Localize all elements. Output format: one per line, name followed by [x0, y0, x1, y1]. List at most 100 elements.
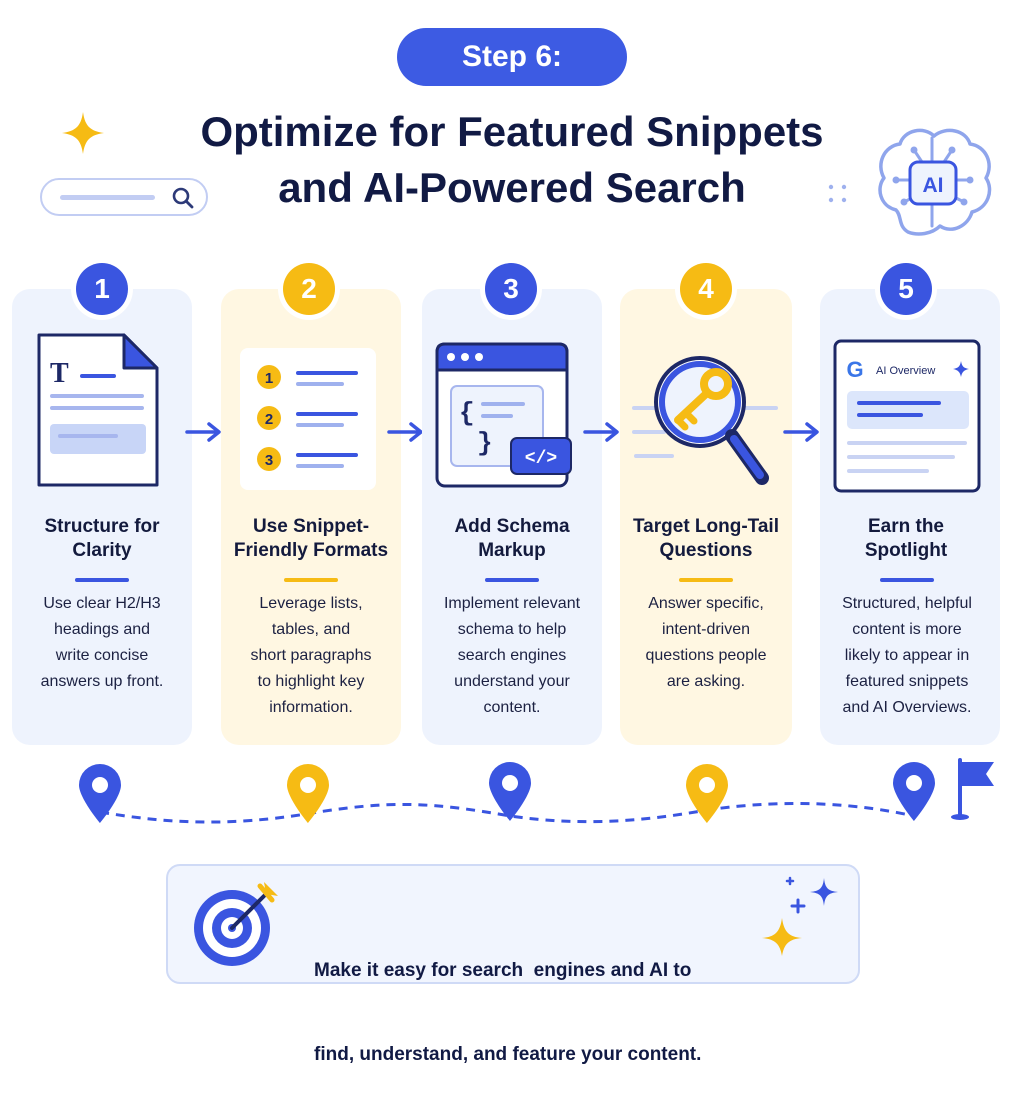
sparkle-icon: [62, 112, 104, 154]
step-title-4-line-2: Questions: [659, 540, 753, 561]
step-text-3-line: schema to help: [457, 621, 567, 638]
ai-overview-label: AI Overview: [876, 365, 935, 377]
step-title-3-line-1: Add Schema: [454, 516, 570, 537]
list-number-2: 2: [265, 411, 273, 428]
arrow-right-icon: [185, 422, 221, 442]
flag-icon: [951, 758, 994, 820]
step-text-2-line: to highlight key: [257, 673, 365, 690]
step-title-5-line-2: Spotlight: [864, 540, 948, 561]
step-text-2-line: short paragraphs: [250, 647, 372, 664]
map-pin-icon: [686, 764, 728, 823]
step-badge-2: 2: [283, 263, 335, 315]
step-underline-3: [485, 578, 539, 582]
step-text-4: Answer specific, intent-driven questions…: [616, 591, 796, 695]
step-text-5-line: featured snippets: [845, 673, 969, 690]
step-underline-5: [880, 578, 934, 582]
step-text-3-line: understand your: [454, 673, 570, 690]
map-pin-icon: [893, 762, 935, 821]
summary-text: Make it easy for search engines and AI t…: [314, 901, 734, 1097]
step-text-3-line: search engines: [457, 647, 567, 664]
ai-brain-label: AI: [923, 174, 944, 197]
step-title-3: Add Schema Markup: [422, 515, 602, 563]
step-title-4-line-1: Target Long-Tail: [632, 516, 779, 537]
step-text-2: Leverage lists, tables, and short paragr…: [221, 591, 401, 721]
step-number-5: 5: [898, 273, 914, 304]
step-title-2: Use Snippet- Friendly Formats: [221, 515, 401, 563]
title-line-2: and AI-Powered Search: [278, 164, 746, 211]
step-title-2-line-1: Use Snippet-: [252, 516, 370, 537]
step-number-3: 3: [503, 273, 519, 304]
step-text-5-line: content is more: [852, 621, 962, 638]
arrow-right-icon: [583, 422, 619, 442]
step-number-1: 1: [94, 273, 110, 304]
document-icon: T: [37, 333, 159, 487]
step-badge-3: 3: [485, 263, 537, 315]
step-number-2: 2: [301, 273, 317, 304]
code-open-brace: {: [459, 398, 475, 428]
step-text-5-line: and AI Overviews.: [842, 699, 972, 716]
step-title-1-line-2: Clarity: [72, 540, 132, 561]
step-text-1-line: Use clear H2/H3: [43, 595, 161, 612]
search-bar-placeholder-line: [60, 195, 155, 200]
step-text-4-line: Answer specific,: [648, 595, 764, 612]
step-underline-1: [75, 578, 129, 582]
step-text-1: Use clear H2/H3 headings and write conci…: [12, 591, 192, 695]
step-title-4: Target Long-Tail Questions: [616, 515, 796, 563]
ai-brain-icon: AI: [878, 128, 992, 236]
step-text-4-line: are asking.: [666, 673, 746, 690]
dots-decoration-icon: [828, 184, 847, 203]
step-title-3-line-2: Markup: [478, 540, 546, 561]
summary-line-2: find, understand, and feature your conte…: [314, 1044, 702, 1065]
code-tag-label: </>: [525, 449, 557, 469]
step-text-3: Implement relevant schema to help search…: [422, 591, 602, 721]
summary-box: [166, 864, 860, 984]
list-number-3: 3: [265, 452, 273, 469]
search-icon: [172, 187, 194, 209]
step-text-3-line: content.: [483, 699, 541, 716]
step-text-5-line: Structured, helpful: [842, 595, 972, 612]
step-title-5-line-1: Earn the: [867, 516, 945, 537]
map-pin-icon: [489, 762, 531, 821]
map-pin-icon: [79, 764, 121, 823]
sparkles-icon: [762, 876, 838, 956]
step-text-1-line: write concise: [55, 647, 149, 664]
step-underline-4: [679, 578, 733, 582]
step-text-4-line: intent-driven: [661, 621, 751, 638]
step-badge-4: 4: [680, 263, 732, 315]
step-label: Step 6:: [461, 40, 563, 73]
step-text-2-line: information.: [269, 699, 353, 716]
summary-line-1: Make it easy for search engines and AI t…: [314, 960, 692, 981]
map-pin-icon: [287, 764, 329, 823]
step-badge-5: 5: [880, 263, 932, 315]
search-bar-illustration: [40, 178, 208, 216]
step-title-1: Structure for Clarity: [12, 515, 192, 563]
step-title-5: Earn the Spotlight: [816, 515, 996, 563]
page-title: Optimize for Featured Snippets and AI-Po…: [112, 104, 912, 216]
step-label-pill: Step 6:: [397, 28, 627, 86]
step-underline-2: [284, 578, 338, 582]
step-text-3-line: Implement relevant: [443, 595, 581, 612]
target-icon: [194, 882, 278, 966]
step-badge-1: 1: [76, 263, 128, 315]
step-text-5: Structured, helpful content is more like…: [817, 591, 997, 721]
step-text-2-line: tables, and: [271, 621, 351, 638]
step-title-2-line-2: Friendly Formats: [233, 540, 389, 561]
title-line-1: Optimize for Featured Snippets: [200, 108, 824, 155]
ai-overview-panel-icon: G AI Overview: [833, 339, 981, 493]
arrow-right-icon: [387, 422, 423, 442]
list-number-1: 1: [265, 370, 273, 387]
arrow-right-icon: [783, 422, 819, 442]
code-window-icon: { } </>: [435, 342, 572, 488]
google-g-icon: G: [846, 357, 863, 382]
step-text-1-line: answers up front.: [40, 673, 164, 690]
numbered-list-icon: 1 2 3: [240, 348, 376, 490]
magnifier-key-icon: [632, 356, 778, 485]
step-title-1-line-1: Structure for: [44, 516, 160, 537]
step-text-5-line: likely to appear in: [844, 647, 970, 664]
doc-letter: T: [50, 358, 69, 389]
step-number-4: 4: [698, 273, 714, 304]
step-text-4-line: questions people: [645, 647, 767, 664]
step-text-1-line: headings and: [53, 621, 151, 638]
code-close-brace: }: [477, 428, 493, 458]
step-text-2-line: Leverage lists,: [259, 595, 363, 612]
